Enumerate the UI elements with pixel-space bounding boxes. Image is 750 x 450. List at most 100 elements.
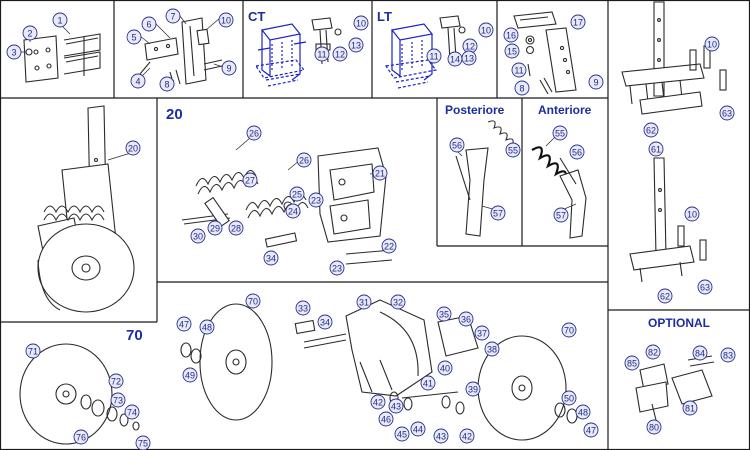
callout-circle [308, 192, 324, 208]
callout-number: 38 [487, 345, 497, 355]
callout-number: 42 [462, 432, 472, 442]
heading-posteriore: Posteriore [445, 103, 505, 117]
callout-number: 5 [131, 33, 136, 43]
callout-circle [645, 344, 661, 360]
callout-55: 55 [505, 142, 521, 158]
callout-number: 70 [564, 326, 574, 336]
callout-39: 39 [465, 381, 481, 397]
callout-number: 55 [508, 146, 518, 156]
callout-number: 12 [335, 50, 345, 60]
callout-8: 8 [159, 76, 175, 92]
callout-63: 63 [719, 105, 735, 121]
callout-13: 13 [348, 37, 364, 53]
callout-number: 33 [298, 304, 308, 314]
callout-number: 34 [320, 318, 330, 328]
callout-42: 42 [459, 428, 475, 444]
callout-47: 47 [583, 422, 599, 438]
callout-34: 34 [317, 314, 333, 330]
callout-circle [6, 44, 22, 60]
callout-72: 72 [108, 373, 124, 389]
callout-84: 84 [692, 345, 708, 361]
panel-optional [635, 355, 715, 421]
tine-57-rear [465, 147, 489, 237]
callout-circle [378, 411, 394, 427]
panel-disc-exploded-left [19, 343, 140, 445]
callout-62: 62 [657, 288, 673, 304]
callout-number: 72 [111, 377, 121, 387]
panel-bracket-u-bolts [23, 33, 101, 83]
callout-number: 11 [429, 52, 438, 62]
callout-13: 13 [461, 50, 477, 66]
callout-circle [643, 122, 659, 138]
callout-38: 38 [484, 341, 500, 357]
callout-47: 47 [176, 316, 192, 332]
callout-number: 10 [481, 26, 491, 36]
callout-circle [657, 288, 673, 304]
callout-number: 15 [507, 47, 517, 57]
callout-56: 56 [449, 137, 465, 153]
clamp-plate [144, 37, 179, 61]
callout-29: 29 [207, 220, 223, 236]
callout-number: 16 [506, 31, 516, 41]
callout-circle [553, 207, 569, 223]
callout-3: 3 [6, 44, 22, 60]
callout-80: 80 [646, 419, 662, 435]
callout-number: 45 [397, 430, 407, 440]
mounting-plate [23, 35, 59, 83]
callout-circle [165, 8, 181, 24]
callout-number: 11 [514, 66, 523, 76]
callout-number: 85 [627, 359, 637, 369]
callout-circle [478, 22, 494, 38]
callout-number: 20 [128, 144, 138, 154]
callout-7: 7 [165, 8, 181, 24]
callout-circle [447, 51, 463, 67]
tine-57-front [559, 169, 587, 239]
callout-number: 56 [452, 141, 462, 151]
callout-62: 62 [643, 122, 659, 138]
callout-circle [720, 347, 736, 363]
callout-circle [221, 60, 237, 76]
callout-number: 76 [76, 433, 86, 443]
heading-anteriore: Anteriore [538, 103, 592, 117]
callout-number: 11 [317, 50, 326, 60]
callout-circle [73, 429, 89, 445]
callout-number: 49 [185, 371, 195, 381]
callout-number: 48 [578, 408, 588, 418]
callout-number: 42 [373, 398, 383, 408]
callout-number: 61 [651, 145, 661, 155]
callout-73: 73 [110, 392, 126, 408]
callout-number: 82 [648, 348, 658, 358]
callout-circle [22, 25, 38, 41]
callout-number: 8 [164, 80, 169, 90]
panel-hub-assembly [180, 299, 578, 441]
callout-number: 63 [722, 109, 732, 119]
callout-11: 11 [314, 46, 330, 62]
callout-number: 75 [138, 439, 148, 449]
callout-number: 29 [210, 224, 220, 234]
frame-62-lower [629, 245, 695, 271]
callout-number: 46 [381, 415, 391, 425]
callout-number: 27 [245, 176, 255, 186]
callout-number: 17 [573, 18, 583, 28]
callout-circle [263, 250, 279, 266]
callout-circle [420, 375, 436, 391]
panel-anteriore [531, 146, 587, 239]
callout-number: 70 [248, 297, 258, 307]
callout-number: 74 [127, 408, 137, 418]
callout-12: 12 [332, 46, 348, 62]
callout-circle [296, 152, 312, 168]
callout-circle [372, 165, 388, 181]
callout-9: 9 [588, 74, 604, 90]
callout-number: 57 [556, 211, 566, 221]
callout-circle [503, 27, 519, 43]
callout-circle [484, 341, 500, 357]
callout-number: 1 [57, 16, 62, 26]
callout-circle [646, 419, 662, 435]
callout-57: 57 [490, 205, 506, 221]
panel-shank-clamp [139, 17, 223, 87]
callout-number: 31 [359, 298, 369, 308]
callout-circle [242, 172, 258, 188]
callout-circle [388, 398, 404, 414]
